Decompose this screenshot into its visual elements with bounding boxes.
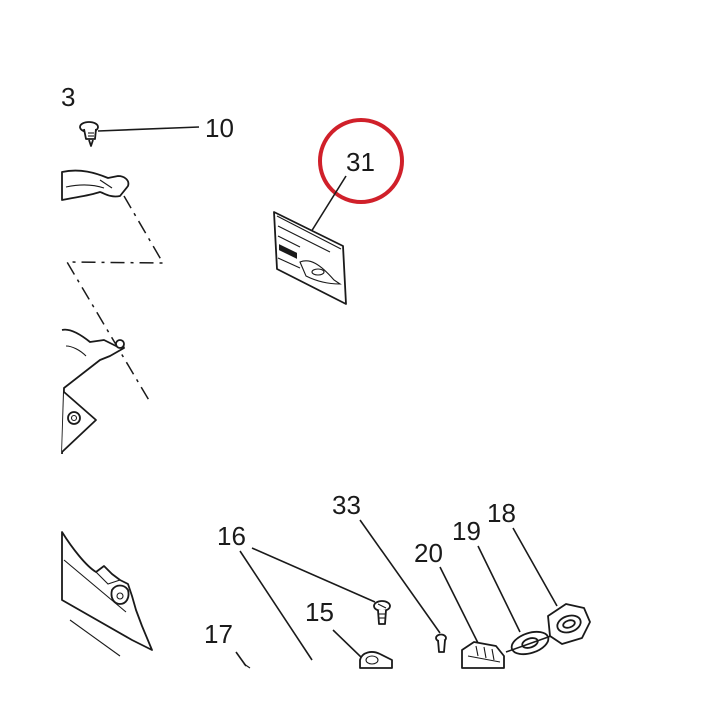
- housing-lower-left[interactable]: [61, 328, 125, 455]
- callout-15[interactable]: 15: [305, 597, 334, 627]
- screw-16[interactable]: [373, 600, 391, 625]
- leader-16b: [239, 550, 313, 661]
- screw-10[interactable]: [79, 121, 99, 147]
- part-17-outline[interactable]: [243, 663, 251, 669]
- nut-18[interactable]: [547, 603, 591, 645]
- callout-31[interactable]: 31: [346, 147, 375, 177]
- leader-18: [512, 527, 558, 607]
- housing-bottom-left[interactable]: [61, 531, 153, 657]
- leader-31: [310, 175, 347, 233]
- leader-10: [97, 126, 200, 132]
- callout-19[interactable]: 19: [452, 516, 481, 546]
- callout-33[interactable]: 33: [332, 490, 361, 520]
- screw-33[interactable]: [435, 633, 447, 653]
- leader-19: [477, 545, 521, 633]
- leader-20: [439, 566, 481, 648]
- leader-lines: [97, 126, 558, 667]
- callout-10[interactable]: 10: [205, 113, 234, 143]
- callout-17[interactable]: 17: [204, 619, 233, 649]
- callout-16[interactable]: 16: [217, 521, 246, 551]
- label-decal-31[interactable]: [273, 211, 347, 305]
- leader-33: [359, 519, 441, 634]
- gear-20[interactable]: [461, 641, 505, 669]
- housing-part-3[interactable]: [61, 169, 130, 201]
- callout-18[interactable]: 18: [487, 498, 516, 528]
- leader-15: [332, 629, 363, 659]
- bushing-15[interactable]: [359, 651, 393, 669]
- callout-20[interactable]: 20: [414, 538, 443, 568]
- callout-3[interactable]: 3: [61, 82, 75, 112]
- leader-16a: [251, 547, 376, 603]
- highlight-circle: [318, 118, 404, 204]
- alignment-lines: [65, 195, 165, 403]
